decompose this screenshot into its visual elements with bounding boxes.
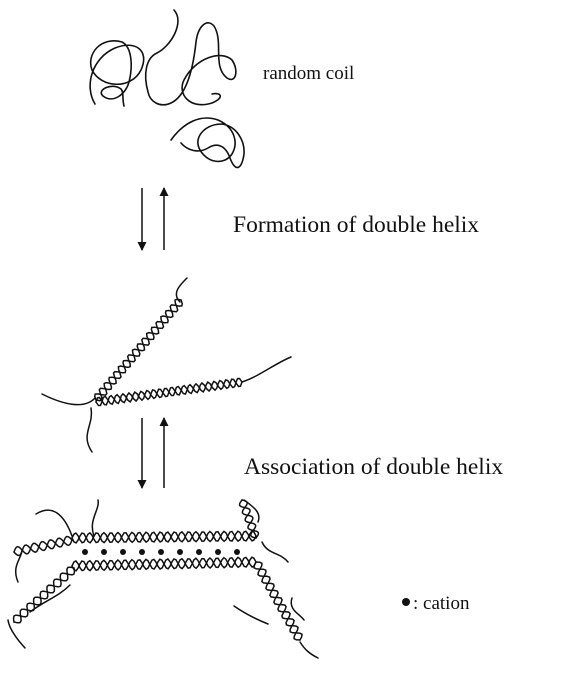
helix-tail <box>87 408 92 452</box>
aggregate-helix-left-lower-strand-2 <box>14 568 75 623</box>
cation-dot <box>82 549 88 555</box>
aggregate-tail <box>92 500 98 536</box>
legend-text: cation <box>423 593 469 614</box>
formation-label: Formation of double helix <box>233 214 479 238</box>
random-coil-chain-3 <box>171 118 244 168</box>
random-coil-chains <box>90 10 244 168</box>
aggregate-helix-left-lower-strand-1 <box>14 567 75 622</box>
cation-dot <box>120 549 126 555</box>
helix-aggregate-stage <box>8 500 318 658</box>
helix-tail <box>176 278 187 302</box>
random-coil-chain-2 <box>146 10 236 105</box>
association-label: Association of double helix <box>244 456 503 480</box>
aggregate-tail <box>291 598 304 620</box>
aggregate-tail <box>234 606 268 624</box>
aggregate-tail <box>8 620 25 648</box>
aggregate-tail <box>300 642 318 658</box>
aggregate-helix-right-lower-strand-2 <box>256 562 302 640</box>
aggregate-tail <box>244 500 259 522</box>
aggregate-helix-left-upper-strand-2 <box>14 537 72 554</box>
cation-dot-icon <box>402 598 410 606</box>
cation-dot <box>234 549 240 555</box>
aggregate-helix-right-lower-strand-1 <box>254 562 300 640</box>
legend: : cation <box>402 594 469 613</box>
cation-dot <box>215 549 221 555</box>
aggregate-tail <box>36 510 72 536</box>
cation-dot <box>101 549 107 555</box>
double-helix-b-strand-2 <box>96 379 242 405</box>
double-helix-a-strand-2 <box>95 300 183 400</box>
aggregate-tail <box>30 585 70 612</box>
double-helix-stage <box>42 278 291 452</box>
random-coil-chain-1 <box>90 41 144 106</box>
cation-dot <box>196 549 202 555</box>
helix-tail <box>242 357 291 382</box>
equilibrium-arrows-1 <box>142 188 164 250</box>
cation-dots <box>82 549 240 555</box>
aggregate-tail <box>262 542 288 562</box>
cation-dot <box>139 549 145 555</box>
cation-dot <box>158 549 164 555</box>
helix-tail <box>42 394 95 405</box>
legend-separator: : <box>413 593 418 614</box>
cation-dot <box>177 549 183 555</box>
equilibrium-arrows-2 <box>142 418 164 488</box>
random-coil-label: random coil <box>263 64 354 83</box>
